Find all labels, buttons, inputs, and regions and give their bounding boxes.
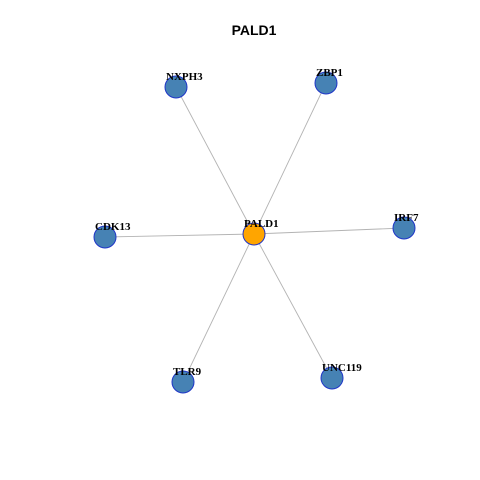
node-irf7 (392, 216, 416, 240)
diagram-title: PALD1 (232, 22, 277, 38)
node-unc119 (320, 366, 344, 390)
node-label-nxph3: NXPH3 (166, 71, 203, 83)
edge-pald1-zbp1 (253, 82, 327, 235)
nodes-layer (93, 71, 416, 394)
edge-pald1-tlr9 (182, 233, 255, 383)
node-label-tlr9: TLR9 (173, 366, 202, 378)
edge-pald1-unc119 (253, 233, 333, 379)
node-cdk13 (93, 225, 117, 249)
node-nxph3 (164, 75, 188, 99)
node-label-pald1: PALD1 (244, 218, 279, 230)
node-zbp1 (314, 71, 338, 95)
node-label-cdk13: CDK13 (95, 221, 131, 233)
edge-pald1-nxph3 (175, 86, 255, 235)
edge-pald1-irf7 (253, 227, 405, 235)
node-label-irf7: IRF7 (394, 212, 419, 224)
node-label-unc119: UNC119 (322, 362, 362, 374)
node-pald1 (242, 222, 266, 246)
edge-pald1-cdk13 (104, 233, 255, 238)
node-label-zbp1: ZBP1 (316, 67, 343, 79)
node-tlr9 (171, 370, 195, 394)
edges-layer (104, 82, 405, 383)
